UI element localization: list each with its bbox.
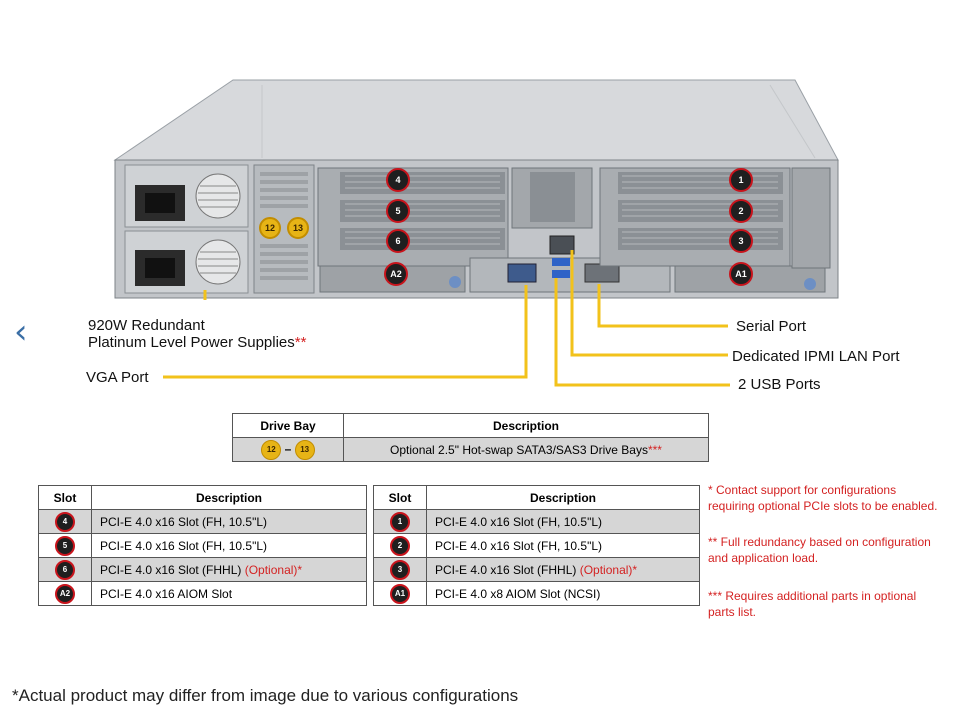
slot-badge-6: 6 [386,229,410,253]
table-row: 1 PCI-E 4.0 x16 Slot (FH, 10.5"L) [373,509,700,534]
slot-badge: 6 [55,559,75,580]
table-row: 5 PCI-E 4.0 x16 Slot (FH, 10.5"L) [38,533,367,558]
slot-badge-3: 3 [729,229,753,253]
drive-bay-header: Drive Bay [232,413,344,438]
slot-badge: 5 [55,535,75,556]
drive-description-cell: Optional 2.5" Hot-swap SATA3/SAS3 Drive … [343,437,709,462]
note-redundancy: ** Full redundancy based on configuratio… [708,535,931,565]
disclaimer-text: *Actual product may differ from image du… [12,686,519,705]
drive-bay-cell: 12 – 13 [232,437,344,462]
slot-badge-5: 5 [386,199,410,223]
drive-badge-to: 13 [294,439,315,460]
chevron-left-icon: ‹ [14,312,28,352]
slot-badge: A2 [55,583,75,604]
usb-ports-label: 2 USB Ports [738,376,821,393]
table-row: A2 PCI-E 4.0 x16 AIOM Slot [38,581,367,606]
table-row: A1 PCI-E 4.0 x8 AIOM Slot (NCSI) [373,581,700,606]
server-rear-image [113,79,839,387]
slot-header: Slot [38,485,92,510]
slot-header: Slot [373,485,427,510]
slot-table-left: Slot Description 4 PCI-E 4.0 x16 Slot (F… [38,485,367,606]
slot-badge: 3 [390,559,410,580]
table-row: 6 PCI-E 4.0 x16 Slot (FHHL) (Optional)* [38,557,367,582]
description-header: Description [426,485,700,510]
slot-badge-2: 2 [729,199,753,223]
slot-badge: 4 [55,511,75,532]
power-supply-label: 920W Redundant Platinum Level Power Supp… [88,317,307,351]
back-button[interactable]: ‹ [14,312,44,352]
drive-badge-from: 12 [261,439,282,460]
drive-badge-12: 12 [259,217,281,239]
slot-table-right: Slot Description 1 PCI-E 4.0 x16 Slot (F… [373,485,700,606]
slot-badge-4: 4 [386,168,410,192]
note-optional-slots: * Contact support for configurations req… [708,483,938,513]
slot-badge-1: 1 [729,168,753,192]
table-row: 2 PCI-E 4.0 x16 Slot (FH, 10.5"L) [373,533,700,558]
ipmi-port-label: Dedicated IPMI LAN Port [732,348,900,365]
slot-badge: 2 [390,535,410,556]
vga-port-label: VGA Port [86,369,149,386]
drive-badge-13: 13 [287,217,309,239]
drive-description-header: Description [343,413,709,438]
note-additional-parts: *** Requires additional parts in optiona… [708,589,917,619]
slot-badge-a1: A1 [729,262,753,286]
table-row: 3 PCI-E 4.0 x16 Slot (FHHL) (Optional)* [373,557,700,582]
serial-port-label: Serial Port [736,318,807,335]
description-header: Description [91,485,367,510]
slot-badge: A1 [390,583,410,604]
slot-badge-a2: A2 [384,262,408,286]
table-row: 4 PCI-E 4.0 x16 Slot (FH, 10.5"L) [38,509,367,534]
drive-bay-table: Drive Bay Description 12 – 13 Optional 2… [232,413,709,462]
slot-badge: 1 [390,511,410,532]
